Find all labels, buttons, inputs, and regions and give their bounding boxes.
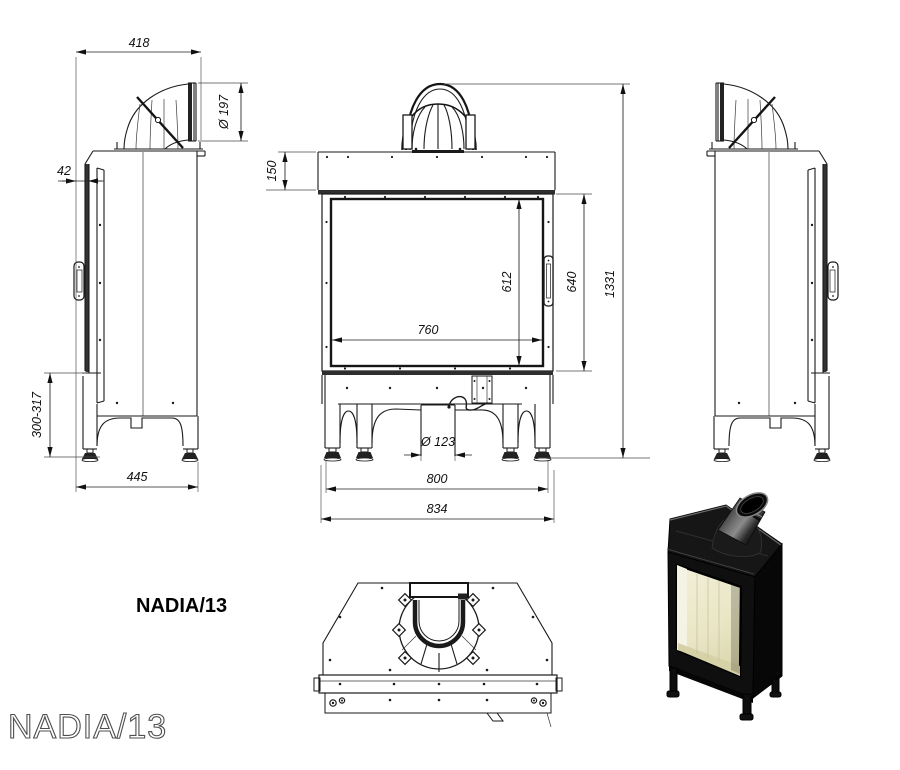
dim-base-depth-label: 445 bbox=[127, 470, 148, 484]
top-view bbox=[313, 582, 563, 728]
collar-mount-tab bbox=[397, 592, 413, 608]
stove-body-side bbox=[73, 150, 206, 417]
dim-glass-width-label: 760 bbox=[418, 323, 439, 337]
hinge-detail bbox=[530, 697, 547, 707]
damper-cable bbox=[447, 395, 489, 411]
render-flue-pipe bbox=[711, 492, 769, 558]
door-handle-front bbox=[543, 255, 554, 307]
side-view-right bbox=[706, 82, 839, 462]
dim-hood-height-label: 150 bbox=[265, 161, 279, 182]
base-front bbox=[321, 371, 554, 405]
render-legs bbox=[666, 667, 782, 721]
collar-mount-tab bbox=[471, 622, 487, 638]
flue-collar-top bbox=[391, 582, 487, 672]
model-label-bold: NADIA/13 bbox=[136, 595, 227, 617]
render-glass bbox=[675, 563, 743, 678]
adjustable-foot bbox=[813, 448, 831, 462]
dim-overall-width-label: 834 bbox=[427, 502, 448, 516]
dim-door-height-label: 640 bbox=[565, 272, 579, 293]
dim-leg-height-label: 300-317 bbox=[30, 391, 44, 438]
hinge-detail bbox=[329, 697, 346, 707]
collar-mount-tab bbox=[397, 650, 413, 666]
flue-brace bbox=[728, 96, 776, 149]
adjustable-foot bbox=[181, 448, 199, 462]
adjustable-foot bbox=[713, 448, 731, 462]
door-handle-side bbox=[827, 261, 839, 301]
dimensions-side: 418 Ø 197 42 300-317 445 bbox=[30, 36, 248, 492]
stove-body-side bbox=[706, 150, 839, 417]
adjustable-foot bbox=[323, 447, 342, 462]
dim-top-depth-label: 418 bbox=[129, 36, 150, 50]
dim-air-inlet-label: Ø 123 bbox=[420, 435, 455, 449]
flue-elbow-side bbox=[114, 82, 203, 150]
dim-leg-span-label: 800 bbox=[427, 472, 448, 486]
latch-detail bbox=[486, 712, 552, 728]
front-band-top bbox=[313, 674, 563, 728]
adjustable-foot bbox=[355, 447, 374, 462]
dim-front-offset-label: 42 bbox=[57, 164, 71, 178]
dimensions-front: 150 612 760 640 1331 Ø 123 800 8 bbox=[265, 83, 650, 523]
adjustable-foot bbox=[501, 447, 520, 462]
door-front bbox=[321, 193, 554, 372]
dim-flue-diameter-label: Ø 197 bbox=[217, 94, 231, 130]
collar-mount-tab bbox=[465, 592, 481, 608]
flue-elbow-side bbox=[709, 82, 798, 150]
adjustable-foot bbox=[533, 447, 552, 462]
flue-dome-front bbox=[401, 82, 477, 153]
collar-mount-tab bbox=[465, 650, 481, 666]
flue-brace bbox=[136, 96, 184, 149]
legs-front bbox=[323, 375, 552, 462]
adjustable-foot bbox=[81, 448, 99, 462]
legs-side bbox=[713, 376, 831, 462]
side-view-left: 418 Ø 197 42 300-317 445 bbox=[30, 36, 248, 492]
iso-render bbox=[666, 492, 783, 721]
front-view: 150 612 760 640 1331 Ø 123 800 8 bbox=[265, 82, 650, 523]
dim-total-height-label: 1331 bbox=[603, 270, 617, 298]
door-handle-side bbox=[73, 261, 85, 301]
model-label-light: NADIA/13 bbox=[8, 708, 167, 746]
legs-side bbox=[81, 376, 199, 462]
collar-mount-tab bbox=[391, 622, 407, 638]
render-right-face bbox=[752, 542, 783, 700]
render-base-edge bbox=[669, 666, 753, 703]
hood-front bbox=[317, 151, 556, 195]
dim-glass-height-label: 612 bbox=[500, 272, 514, 293]
